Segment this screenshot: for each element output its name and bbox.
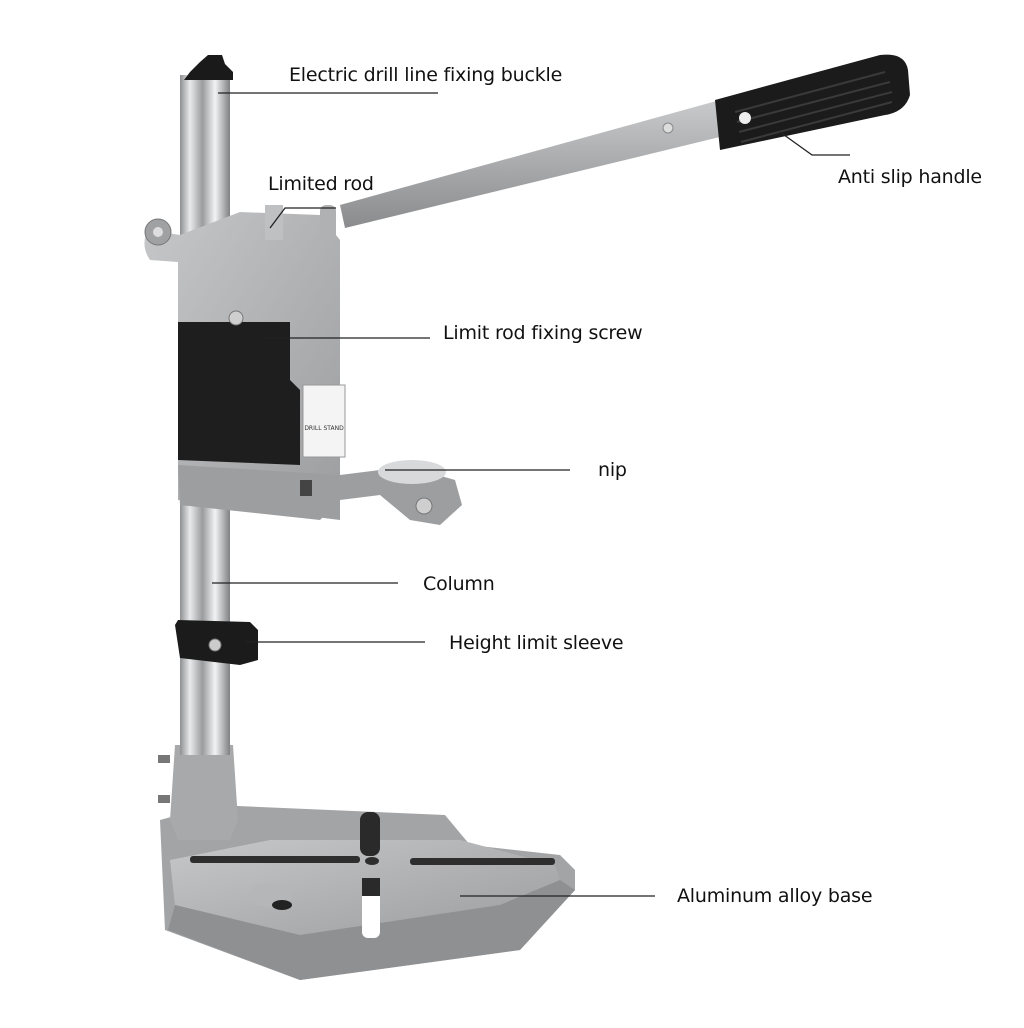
- mount-plate: [178, 322, 300, 465]
- callout-nip: nip: [598, 459, 627, 481]
- column-socket: [158, 745, 238, 840]
- callout-anti-slip-handle: Anti slip handle: [838, 166, 982, 188]
- drill-stand-plate: [302, 384, 346, 458]
- svg-text:DRILL STAND: DRILL STAND: [304, 425, 344, 432]
- line-fixing-buckle: [184, 55, 233, 80]
- nip-ring: [378, 460, 446, 484]
- callout-height-limit-sleeve: Height limit sleeve: [449, 632, 624, 654]
- callout-column: Column: [423, 573, 495, 595]
- callout-line-fixing-buckle: Electric drill line fixing buckle: [289, 64, 563, 86]
- callout-aluminum-alloy-base: Aluminum alloy base: [677, 885, 873, 907]
- callout-limit-rod-fixing-screw: Limit rod fixing screw: [443, 322, 643, 344]
- callout-limited-rod: Limited rod: [268, 173, 374, 195]
- leader-lines: [212, 92, 850, 897]
- carriage: DRILL STAND: [144, 205, 462, 525]
- lever-arm: [340, 54, 910, 228]
- aluminum-base: [160, 805, 575, 980]
- height-limit-sleeve: [175, 620, 258, 665]
